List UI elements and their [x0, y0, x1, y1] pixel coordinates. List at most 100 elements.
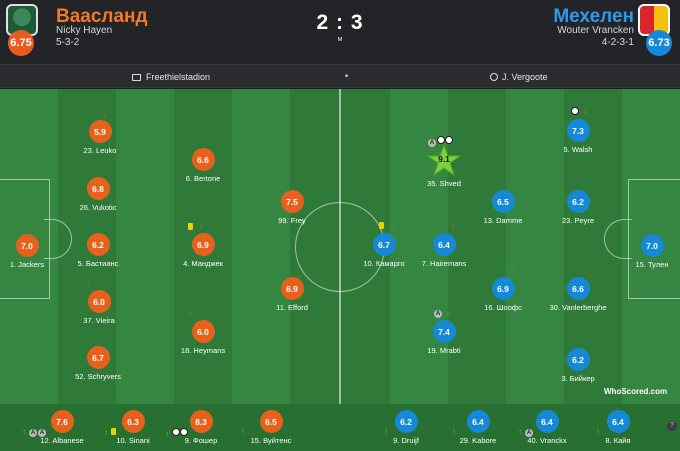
- subbed-on-icon: ↑: [22, 427, 26, 436]
- player-rating: 6.0: [191, 320, 215, 343]
- player-name: 6. Bertone: [185, 174, 221, 183]
- match-info-bar: Freethielstadion • J. Vergoote: [0, 64, 680, 88]
- substitutes-bar: [0, 404, 680, 451]
- whoscored-logo[interactable]: WhoScored.com: [604, 387, 668, 396]
- player-jackers[interactable]: 7.0 1. Jackers: [0, 234, 67, 269]
- player-hairemans[interactable]: 6.4 7. Hairemans: [404, 233, 484, 268]
- player-heymans[interactable]: 6.0 18. Heymans: [163, 320, 243, 355]
- subbed-on-arrow: ↑: [596, 427, 600, 436]
- away-team-name[interactable]: Мехелен: [553, 6, 634, 27]
- player-name: 26. Vukotic: [79, 203, 117, 212]
- sub-vranckx[interactable]: 6.4 40. Vranckx: [502, 410, 592, 445]
- home-coach: Nicky Hayen: [56, 25, 113, 36]
- player-vanlerberghe[interactable]: 6.6 30. Vanlerberghe: [538, 277, 618, 312]
- player-peyre[interactable]: 6.2 23. Peyre: [538, 190, 618, 225]
- sinani-events: ↑: [104, 428, 116, 437]
- match-status: м: [337, 36, 343, 43]
- player-efford[interactable]: 6.9 11. Efford: [252, 277, 332, 312]
- player-rating: 6.2: [566, 348, 590, 371]
- player-name: 99. Frey: [278, 216, 306, 225]
- player-damme[interactable]: 6.5 13. Damme: [463, 190, 543, 225]
- player-shved[interactable]: 9.1 35. Shved: [404, 144, 484, 188]
- player-leuko[interactable]: 5.9 23. Leuko: [60, 120, 140, 155]
- subbed-on-icon: ↑: [384, 428, 388, 436]
- player-rating: 8.3: [189, 410, 213, 433]
- sub-kaya[interactable]: 6.4 8. Кайя: [573, 410, 663, 445]
- player-bertone[interactable]: 6.6 6. Bertone: [163, 148, 243, 183]
- subbed-on-arrow: ↑: [384, 427, 388, 436]
- player-rating: 6.9: [491, 277, 515, 300]
- player-frey[interactable]: 7.5 99. Frey: [252, 190, 332, 225]
- player-schoofs[interactable]: 6.9 16. Шоофс: [463, 277, 543, 312]
- player-tulen[interactable]: 7.0 15. Тулен: [612, 234, 680, 269]
- player-name: 7. Hairemans: [421, 259, 467, 268]
- player-rating: 6.2: [566, 190, 590, 213]
- player-rating: 6.4: [432, 233, 456, 256]
- subbed-on-icon: ↑: [596, 428, 600, 436]
- shved-events: A: [428, 136, 453, 147]
- player-rating: 9.1: [438, 154, 450, 164]
- sub-druijf[interactable]: 6.2 9. Druijf: [361, 410, 451, 445]
- sub-kabore[interactable]: 6.4 29. Kabore: [433, 410, 523, 445]
- sub-vuytens[interactable]: 6.5 15. Вуйтенс: [226, 410, 316, 445]
- subbed-off-icon: ↓: [103, 110, 107, 119]
- subbed-off-icon: ↓: [188, 309, 192, 318]
- mrabti-events: A↓: [434, 309, 450, 318]
- subbed-on-icon: ↑: [165, 429, 169, 438]
- help-icon[interactable]: ?: [667, 421, 677, 431]
- referee-info: J. Vergoote: [490, 72, 548, 82]
- stadium-name: Freethielstadion: [146, 72, 211, 82]
- fosher-events: ↑: [165, 428, 188, 438]
- subbed-on-icon: ↑: [241, 428, 245, 436]
- player-name: 19. Mrabti: [427, 346, 461, 355]
- assist-icon: A: [29, 429, 37, 437]
- player-name: 23. Peyre: [561, 216, 595, 225]
- yellow-card-icon: [379, 222, 384, 231]
- player-rating: 6.2: [394, 410, 418, 433]
- player-name: 18. Heymans: [180, 346, 226, 355]
- pitch-stripe: [232, 89, 290, 404]
- player-rating: 6.9: [191, 233, 215, 256]
- away-coach: Wouter Vrancken: [557, 25, 634, 36]
- player-name: 1. Jackers: [9, 260, 45, 269]
- stadium-info: Freethielstadion: [132, 72, 210, 82]
- player-name: 9. Druijf: [393, 436, 419, 445]
- player-rating: 5.9: [88, 120, 112, 143]
- player-mrabti[interactable]: 7.4 19. Mrabti: [404, 320, 484, 355]
- match-score: 2 : 3: [316, 11, 364, 34]
- player-name: 30. Vanlerberghe: [549, 303, 607, 312]
- home-team-name[interactable]: Ваасланд: [56, 6, 148, 27]
- sub-albanese[interactable]: 7.6 12. Albanese: [17, 410, 107, 445]
- player-camargo[interactable]: 6.7 10. Камарго: [344, 233, 424, 268]
- player-walsh[interactable]: 7.3 5. Walsh: [538, 119, 618, 154]
- player-bijker[interactable]: 6.2 3. Бийкер: [538, 348, 618, 383]
- player-bastians[interactable]: 6.2 5. Бастианс: [58, 233, 138, 268]
- sub-sinani[interactable]: 6.3 10. Sinani: [88, 410, 178, 445]
- player-rating: 6.9: [280, 277, 304, 300]
- player-rating: 6.5: [491, 190, 515, 213]
- player-name: 4. Манджек: [183, 259, 223, 268]
- subbed-off-icon: ↓: [199, 221, 203, 230]
- subbed-off-icon: ↓: [510, 264, 514, 273]
- sub-fosher[interactable]: 8.3 9. Фошер: [156, 410, 246, 445]
- assist-icon: A: [434, 310, 442, 318]
- player-name: 11. Efford: [276, 303, 308, 312]
- player-schryvers[interactable]: 6.7 52. Schryvers: [58, 346, 138, 381]
- player-vieira[interactable]: 6.0 37. Vieira: [59, 290, 139, 325]
- player-name: 29. Kabore: [459, 436, 497, 445]
- player-rating: 6.4: [535, 410, 559, 433]
- pitch-stripe: [506, 89, 564, 404]
- player-rating: 6.3: [121, 410, 145, 433]
- player-rating: 6.5: [259, 410, 283, 433]
- player-mandzhek[interactable]: 6.9 4. Манджек: [163, 233, 243, 268]
- player-rating: 7.5: [280, 190, 304, 213]
- away-formation: 4-2-3-1: [601, 37, 634, 48]
- goal-ball-icon: [571, 107, 579, 117]
- whistle-icon: [490, 73, 498, 81]
- player-vukotic[interactable]: 6.8 26. Vukotic: [58, 177, 138, 212]
- subbed-off-icon: ↓: [583, 106, 587, 115]
- player-name: 5. Бастианс: [77, 259, 119, 268]
- player-name: 15. Вуйтенс: [250, 436, 292, 445]
- pitch-stripe: [116, 89, 174, 404]
